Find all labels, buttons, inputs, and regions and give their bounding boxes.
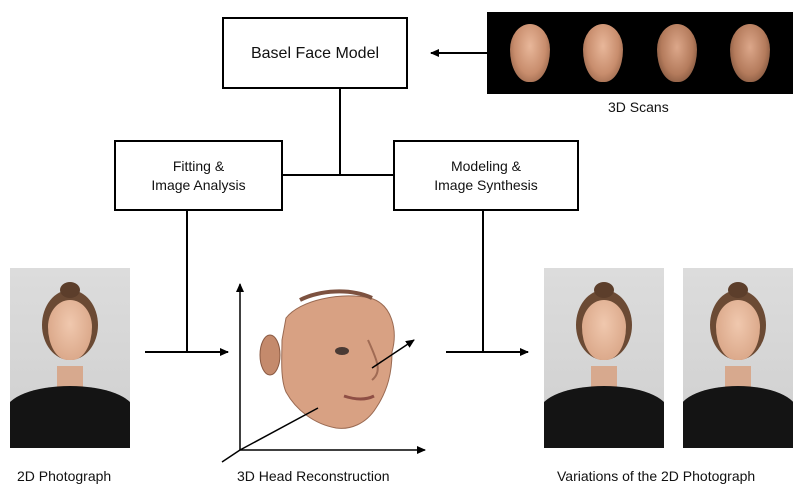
input-2d-photograph [10,268,130,448]
fitting-image-analysis-box: Fitting & Image Analysis [114,140,283,211]
3d-head-reconstruction-label: 3D Head Reconstruction [237,468,390,484]
3d-axes [221,283,426,463]
modeling-image-synthesis-box: Modeling & Image Synthesis [393,140,579,211]
variations-label: Variations of the 2D Photograph [557,468,756,484]
3d-scans-label: 3D Scans [608,99,669,115]
3d-head-reconstruction [259,289,395,429]
fitting-label: Fitting & Image Analysis [151,157,246,193]
basel-face-model-label: Basel Face Model [250,44,380,62]
variation-photograph-1 [544,268,664,448]
scan-face-4 [730,24,771,82]
scan-face-2 [583,24,624,82]
scan-face-3 [656,24,697,82]
2d-photograph-label: 2D Photograph [17,468,112,484]
basel-face-model-box: Basel Face Model [222,17,408,89]
modeling-label: Modeling & Image Synthesis [434,157,538,193]
3d-scans-strip [487,12,793,94]
variation-photograph-2 [683,268,793,448]
scan-face-1 [509,24,550,82]
